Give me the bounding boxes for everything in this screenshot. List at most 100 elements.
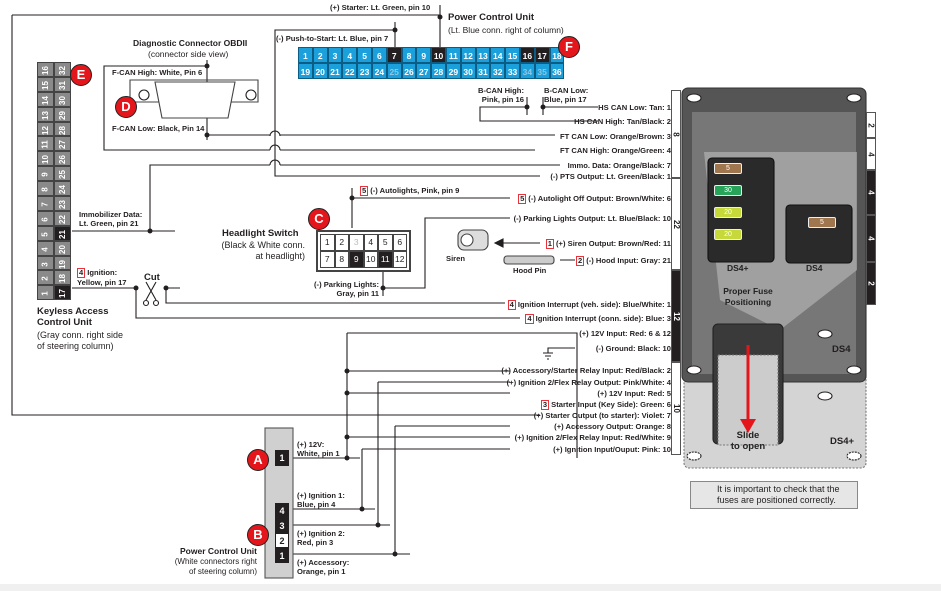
scissors-icon: [142, 281, 160, 307]
kac-pin: 24: [54, 181, 71, 197]
headlight-pin: 2: [334, 234, 349, 251]
pcu-pin: 29: [445, 63, 461, 79]
kac-pin: 6: [37, 210, 54, 226]
kac-pin-number: 16: [41, 66, 50, 75]
wire-description: (-) Ground: Black: 10: [595, 344, 671, 353]
module-wire-label: (-) PTS Output: Lt. Green/Black: 1: [550, 172, 671, 181]
kac-pin-number: 20: [58, 244, 67, 254]
siren-label: Siren: [446, 254, 465, 263]
obd-subtitle: (connector side view): [148, 49, 229, 59]
pcu-pin: 17: [534, 47, 550, 63]
wire-description: (-) Hood Input: Gray: 21: [586, 256, 671, 265]
connector-a-pin: 1: [275, 450, 289, 466]
kac-pin-number: 10: [41, 155, 50, 165]
pcu-pin: 31: [475, 63, 491, 79]
kac-pin-number: 2: [40, 276, 50, 282]
wire-description: (-) Autolight Off Output: Brown/White: 6: [528, 194, 671, 203]
wire-hops: [269, 130, 281, 166]
module-wire-label: 2(-) Hood Input: Gray: 21: [575, 256, 671, 266]
kac-pin-number: 18: [58, 274, 67, 284]
kac-pin-number: 22: [58, 214, 67, 224]
kac-pin-number: 14: [41, 95, 50, 105]
fuse: 5: [808, 217, 836, 228]
pcu-pin: 33: [505, 63, 520, 79]
badge-d: D: [115, 96, 137, 118]
autolights-label: 5(-) Autolights, Pink, pin 9: [360, 186, 460, 196]
kac-pin-number: 12: [41, 125, 50, 135]
pcu-pin: 10: [431, 47, 446, 63]
kac-pin: 21: [54, 225, 71, 241]
kac-pin: 20: [54, 240, 71, 256]
starter-label: (+) Starter: Lt. Green, pin 10: [330, 3, 431, 12]
kac-pin-number: 15: [41, 80, 50, 90]
pcu-pin: 24: [371, 63, 387, 79]
module-connector-right: 4: [866, 138, 876, 170]
ds4-corner-label: DS4: [832, 344, 851, 355]
kac-pin: 1: [37, 285, 54, 301]
kac-pin-number: 28: [58, 125, 67, 135]
wire-description: (+) Accessory/Starter Relay Input: Red/B…: [501, 366, 671, 375]
fuse: 30: [714, 185, 742, 196]
pcu-pin: 12: [460, 47, 476, 63]
headlight-wires: [351, 188, 510, 296]
pcu-pin: 6: [371, 47, 387, 63]
ground-icon: [543, 347, 575, 360]
kac-pin-number: 19: [58, 259, 67, 269]
kac-pin: 27: [54, 136, 71, 152]
module-connector-right: 4: [866, 215, 876, 262]
connector-b-pin: 4: [275, 503, 289, 518]
module-connector-left: 12: [671, 270, 681, 362]
module-wire-label: FT CAN High: Orange/Green: 4: [560, 146, 671, 155]
power-wires: [293, 370, 510, 555]
kac-pin: 2: [37, 270, 54, 286]
kac-pin: 32: [54, 62, 71, 77]
pcu-ign1-label: (+) Ignition 1:Blue, pin 4: [297, 491, 345, 509]
pcu-bottom-title: Power Control Unit: [180, 546, 257, 556]
badge-f: F: [558, 36, 580, 58]
headlight-pin: 5: [378, 234, 393, 251]
kac-pin: 19: [54, 255, 71, 271]
pcu-pin: 1: [298, 47, 313, 63]
connector-pin-count: 12: [671, 311, 681, 321]
kac-pin-number: 7: [40, 202, 50, 207]
wire-description: (+) Siren Output: Brown/Red: 11: [556, 239, 671, 248]
wire-description: (+) Ignition 2/Flex Relay Input: Red/Whi…: [514, 433, 671, 442]
kac-pin: 4: [37, 240, 54, 256]
module-connector-right: 4: [866, 170, 876, 215]
immobilizer-wire: [72, 164, 560, 232]
connector-pin-count: 8: [671, 131, 681, 137]
obd-title: Diagnostic Connector OBDII: [133, 38, 248, 48]
module-wire-label: (+) Ignition 2/Flex Relay Input: Red/Whi…: [515, 433, 671, 442]
connector-pin-count: 2: [866, 122, 876, 128]
module-wire-label: 5(-) Autolight Off Output: Brown/White: …: [518, 194, 671, 204]
pcu-pin: 28: [431, 63, 446, 79]
kac-pin-number: 32: [58, 66, 67, 75]
ds4plus-label: DS4+: [727, 263, 749, 273]
kac-pin-number: 23: [58, 200, 67, 209]
wire-reference-number: 3: [540, 400, 550, 410]
pcu-pin: 23: [357, 63, 372, 79]
fuse: 20: [714, 229, 742, 240]
connector-pin-count: 4: [866, 151, 876, 157]
module-wire-label: (-) Parking Lights Output: Lt. Blue/Blac…: [514, 214, 671, 223]
fuse: 5: [714, 163, 742, 174]
ds4-label: DS4: [806, 263, 823, 273]
kac-pin: 30: [54, 91, 71, 107]
headlight-pin: 10: [363, 251, 378, 268]
immobilizer-label: Immobilizer Data:Lt. Green, pin 21: [79, 210, 143, 228]
siren-arrow-icon: [493, 238, 504, 248]
wire-description: FT CAN High: Orange/Green: 4: [560, 146, 671, 155]
kac-pin-number: 1: [40, 291, 50, 297]
wire-reference-number: 5: [518, 194, 527, 204]
kac-pin-number: 17: [58, 289, 67, 299]
kac-pin: 28: [54, 121, 71, 137]
pcu-pin: 13: [475, 47, 491, 63]
kac-pin: 25: [54, 166, 71, 182]
module-wire-label: 1(+) Siren Output: Brown/Red: 11: [545, 239, 671, 249]
